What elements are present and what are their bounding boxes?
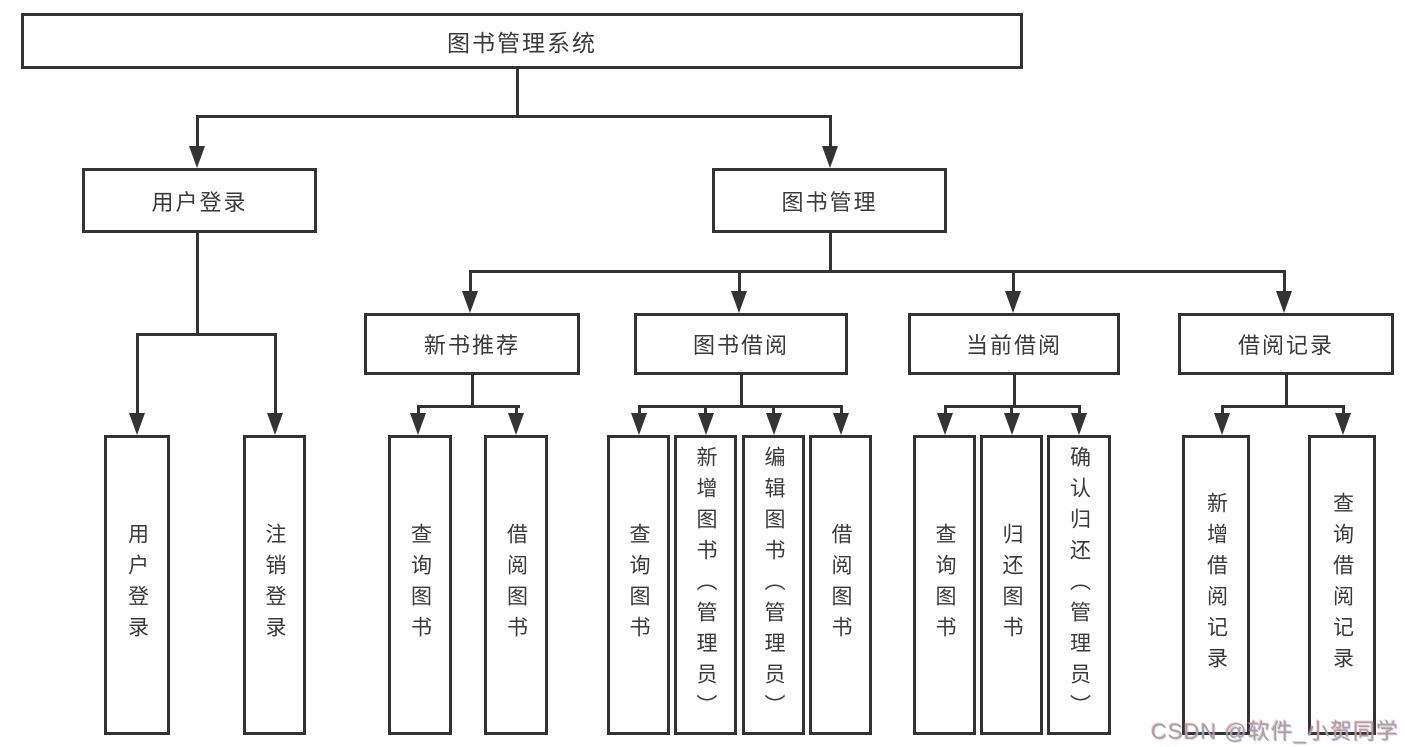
node-leaf-borrow-books-recommend: 借阅图书 <box>484 435 548 735</box>
leaf-label: 用户登录 <box>125 523 149 647</box>
arrowhead-down <box>822 146 838 168</box>
node-borrowing-records: 借阅记录 <box>1178 313 1394 375</box>
node-leaf-confirm-return-admin: 确认归还（管理员） <box>1047 435 1111 735</box>
connector-bus <box>135 333 277 336</box>
leaf-label: 查询图书 <box>933 523 956 647</box>
connector-bus <box>416 405 520 408</box>
arrowhead-down <box>267 413 283 435</box>
connector-drop <box>737 270 741 295</box>
connector-stem <box>739 375 743 408</box>
arrowhead-down <box>462 291 478 313</box>
leaf-label: 新增图书（管理员） <box>694 445 717 725</box>
leaf-label: 借阅图书 <box>504 523 528 647</box>
connector-drop <box>468 270 472 295</box>
arrowhead-down <box>731 291 747 313</box>
connector-drop <box>1220 405 1224 415</box>
leaf-label: 归还图书 <box>1000 523 1023 647</box>
arrowhead-down <box>1005 291 1021 313</box>
watermark: CSDN @软件_小贺同学 <box>1150 719 1399 744</box>
connector-drop <box>1010 405 1013 415</box>
node-current-borrowing: 当前借阅 <box>908 313 1120 375</box>
arrowhead-down <box>1214 413 1230 435</box>
node-leaf-logout: 注销登录 <box>243 435 306 735</box>
connector-drop <box>704 405 707 415</box>
node-leaf-add-borrow-record: 新增借阅记录 <box>1182 435 1250 735</box>
arrowhead-down <box>631 413 647 435</box>
leaf-label: 新增借阅记录 <box>1204 492 1228 678</box>
node-book-management: 图书管理 <box>712 168 947 233</box>
arrowhead-down <box>1003 413 1020 435</box>
connector-stem <box>828 233 832 273</box>
connector-drop <box>135 333 139 415</box>
connector-drop <box>1077 405 1081 415</box>
connector-drop <box>1011 270 1015 295</box>
connector-drop <box>195 115 199 148</box>
arrowhead-down <box>508 413 524 435</box>
arrowhead-down <box>937 413 953 435</box>
arrowhead-down <box>129 413 145 435</box>
connector-drop <box>943 405 947 415</box>
arrowhead-down <box>1335 413 1351 435</box>
connector-drop <box>514 405 518 415</box>
connector-stem <box>1012 375 1016 408</box>
arrowhead-down <box>410 413 426 435</box>
leaf-label: 编辑图书（管理员） <box>762 445 785 725</box>
leaf-label: 查询图书 <box>627 523 650 647</box>
node-leaf-user-login: 用户登录 <box>104 435 170 735</box>
node-new-book-recommendation: 新书推荐 <box>364 313 580 375</box>
connector-drop <box>1282 270 1286 295</box>
connector-bus <box>1220 405 1345 408</box>
connector-drop <box>839 405 843 415</box>
connector-drop <box>273 333 277 415</box>
leaf-label: 查询借阅记录 <box>1330 492 1354 678</box>
node-user-login: 用户登录 <box>82 168 317 233</box>
connector-drop <box>637 405 641 415</box>
connector-bus <box>637 405 843 408</box>
node-leaf-borrow-books: 借阅图书 <box>809 435 872 735</box>
leaf-label: 确认归还（管理员） <box>1067 445 1091 725</box>
node-leaf-edit-book-admin: 编辑图书（管理员） <box>742 435 805 735</box>
connector-root-bus <box>195 115 832 118</box>
node-library-management-system: 图书管理系统 <box>21 13 1023 69</box>
node-leaf-query-books-borrowing: 查询图书 <box>607 435 670 735</box>
node-leaf-query-books-recommend: 查询图书 <box>388 435 452 735</box>
leaf-label: 借阅图书 <box>829 523 852 647</box>
node-book-borrowing: 图书借阅 <box>634 313 848 375</box>
node-leaf-query-borrow-record: 查询借阅记录 <box>1308 435 1376 735</box>
connector-drop <box>772 405 775 415</box>
arrowhead-down <box>189 146 205 168</box>
arrowhead-down <box>765 413 782 435</box>
connector-stem <box>1284 375 1288 408</box>
leaf-label: 注销登录 <box>263 523 286 647</box>
connector-stem <box>470 375 474 408</box>
node-leaf-return-books: 归还图书 <box>980 435 1043 735</box>
connector-root-stem <box>515 69 519 117</box>
connector-stem <box>195 233 199 336</box>
leaf-label: 查询图书 <box>408 523 432 647</box>
node-leaf-add-book-admin: 新增图书（管理员） <box>674 435 737 735</box>
arrowhead-down <box>697 413 714 435</box>
node-leaf-query-books-current: 查询图书 <box>913 435 976 735</box>
connector-drop <box>1341 405 1345 415</box>
arrowhead-down <box>833 413 849 435</box>
arrowhead-down <box>1276 291 1292 313</box>
connector-drop <box>416 405 420 415</box>
arrowhead-down <box>1071 413 1087 435</box>
connector-bus <box>468 270 1286 273</box>
connector-drop <box>828 115 832 148</box>
